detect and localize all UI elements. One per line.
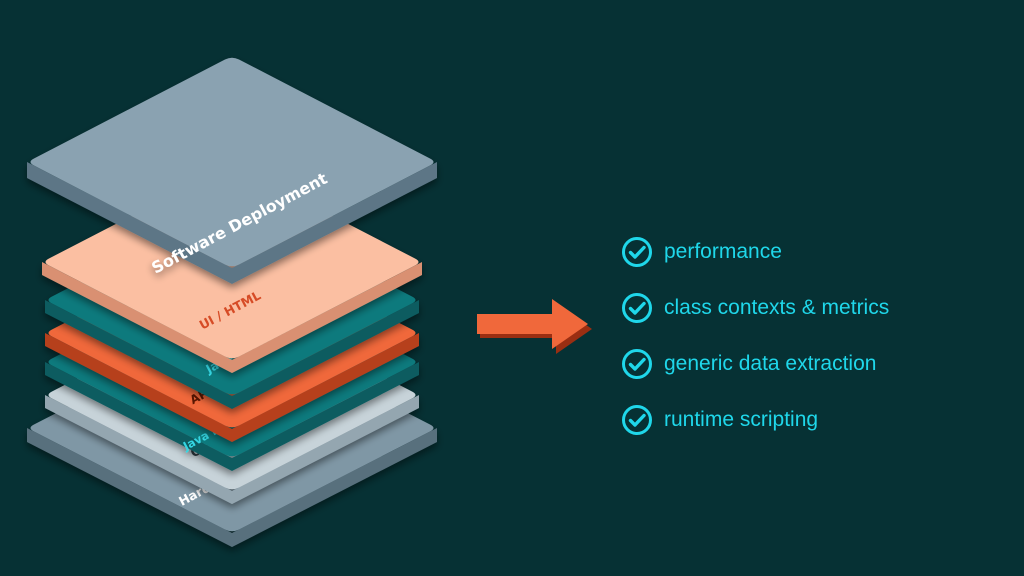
- layer-stack: HardwareOSJava Runtime EnvironmentAPEX C…: [27, 57, 437, 547]
- check-circle-icon: [622, 237, 652, 267]
- feature-item-data-extraction: generic data extraction: [621, 336, 1011, 392]
- check-circle-icon: [622, 405, 652, 435]
- layer-top: [30, 57, 434, 267]
- feature-item-performance: performance: [621, 224, 1011, 280]
- feature-label: runtime scripting: [664, 408, 819, 431]
- feature-item-runtime-scripting: runtime scripting: [621, 392, 1011, 448]
- feature-item-class-contexts: class contexts & metrics: [621, 280, 1011, 336]
- right-arrow-icon: [477, 299, 592, 354]
- layer-software-deployment: Software Deployment: [27, 57, 437, 284]
- check-circle-icon: [622, 349, 652, 379]
- check-circle-icon: [622, 293, 652, 323]
- feature-list: performance class contexts & metrics gen…: [621, 224, 1011, 448]
- feature-label: generic data extraction: [664, 352, 877, 375]
- feature-label: class contexts & metrics: [664, 296, 890, 319]
- feature-label: performance: [664, 240, 782, 263]
